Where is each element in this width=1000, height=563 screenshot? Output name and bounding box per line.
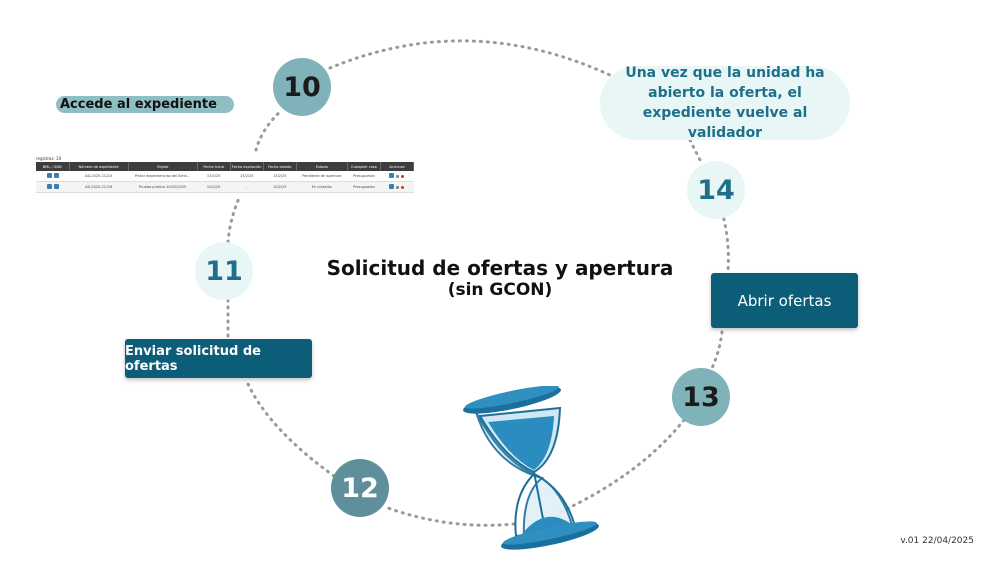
table-cell: AD-2025-CC/26 xyxy=(69,181,129,193)
step-13-number: 13 xyxy=(682,381,720,413)
diagram-title-line1: Solicitud de ofertas y apertura xyxy=(326,256,674,280)
table-header[interactable]: Número de expediente xyxy=(69,162,129,171)
version-label: v.01 22/04/2025 xyxy=(900,536,974,546)
table-cell: 10/2/25 xyxy=(197,181,231,193)
table-header[interactable]: BML / GDN xyxy=(36,162,70,171)
vuelve-validador-bubble: Una vez que la unidad ha abierto la ofer… xyxy=(600,65,850,141)
enviar-solicitud-button[interactable]: Enviar solicitud de ofertas xyxy=(125,339,312,378)
step-12-number: 12 xyxy=(341,472,379,504)
table-cell: Prueba pública 10/02/2025 xyxy=(128,181,198,193)
table-header[interactable]: Acciones xyxy=(380,162,415,171)
connector-abrir-to-13 xyxy=(710,330,724,370)
step-10-number: 10 xyxy=(283,71,321,103)
table-cell: Pintar dependencias del Servi... xyxy=(128,171,198,182)
delete-icon[interactable] xyxy=(401,186,405,189)
document-icon xyxy=(46,173,52,178)
connector-12-to-enviar xyxy=(246,382,336,478)
step-10-circle: 10 xyxy=(273,58,331,116)
step-14-number: 14 xyxy=(697,174,735,206)
table-header[interactable]: Objeto xyxy=(128,162,198,171)
table-cell: 13/2/25 xyxy=(197,171,231,182)
step-12-circle: 12 xyxy=(331,459,389,517)
abrir-ofertas-label: Abrir ofertas xyxy=(737,291,832,310)
connector-10-to-bubble xyxy=(328,39,614,78)
table-header[interactable]: Fecha inicio xyxy=(197,162,231,171)
settings-icon xyxy=(53,184,59,189)
table-header[interactable]: Fecha expiración xyxy=(230,162,264,171)
connector-14-to-abrir xyxy=(720,210,730,272)
step-13-circle: 13 xyxy=(672,368,730,426)
accede-expediente-text: Accede al expediente xyxy=(60,97,217,112)
table-header[interactable]: Cualquier cosa xyxy=(347,162,381,171)
step-11-circle: 11 xyxy=(195,242,253,300)
more-icon[interactable] xyxy=(396,175,400,178)
table-header[interactable]: Estado xyxy=(296,162,348,171)
table-header-row: BML / GDN Número de expediente Objeto Fe… xyxy=(36,162,415,171)
table-caption: registros: 10 xyxy=(36,156,62,161)
delete-icon[interactable] xyxy=(401,175,405,178)
search-icon[interactable] xyxy=(389,184,395,189)
table-header[interactable]: Fecha estado xyxy=(263,162,297,171)
diagram-title: Solicitud de ofertas y apertura (sin GCO… xyxy=(280,256,720,300)
diagram-title-line2: (sin GCON) xyxy=(447,280,553,300)
table-cell: Pendiente de apertura xyxy=(296,171,348,182)
row-actions xyxy=(380,171,414,182)
table-cell: AD-2025-CC/24 xyxy=(69,171,129,182)
connector-hourglass-to-12 xyxy=(386,506,516,527)
accede-expediente-label: Accede al expediente xyxy=(56,96,234,113)
expediente-table-preview: registros: 10 BML / GDN Número de expedi… xyxy=(36,156,415,193)
connector-bubble-to-14 xyxy=(688,138,704,166)
vuelve-validador-text: Una vez que la unidad ha abierto la ofer… xyxy=(625,65,825,141)
table-row[interactable]: AD-2025-CC/24 Pintar dependencias del Se… xyxy=(36,171,414,182)
person-icon xyxy=(53,173,59,178)
table-cell: Presupuesto xyxy=(347,171,381,182)
expediente-table: BML / GDN Número de expediente Objeto Fe… xyxy=(36,162,415,193)
link-icon xyxy=(46,184,52,189)
step-11-number: 11 xyxy=(205,255,243,287)
row-type-icons xyxy=(36,171,70,182)
step-14-circle: 14 xyxy=(687,161,745,219)
connector-11-to-table xyxy=(226,194,242,244)
enviar-solicitud-label: Enviar solicitud de ofertas xyxy=(125,343,261,374)
table-cell: 13/2/25 xyxy=(263,171,297,182)
table-cell: - xyxy=(230,181,264,193)
row-type-icons xyxy=(36,181,70,193)
search-icon[interactable] xyxy=(389,173,395,178)
abrir-ofertas-button[interactable]: Abrir ofertas xyxy=(711,273,858,328)
connector-table-to-10 xyxy=(254,108,284,152)
table-cell: Presupuesto xyxy=(347,181,381,193)
row-actions xyxy=(380,181,414,193)
table-cell: 13/2/25 xyxy=(230,171,264,182)
table-cell: En creación xyxy=(296,181,348,193)
table-cell: 10/2/25 xyxy=(263,181,297,193)
connector-13-to-hourglass xyxy=(558,418,686,514)
more-icon[interactable] xyxy=(396,186,400,189)
hourglass-icon xyxy=(463,386,599,550)
table-row[interactable]: AD-2025-CC/26 Prueba pública 10/02/2025 … xyxy=(36,181,414,193)
